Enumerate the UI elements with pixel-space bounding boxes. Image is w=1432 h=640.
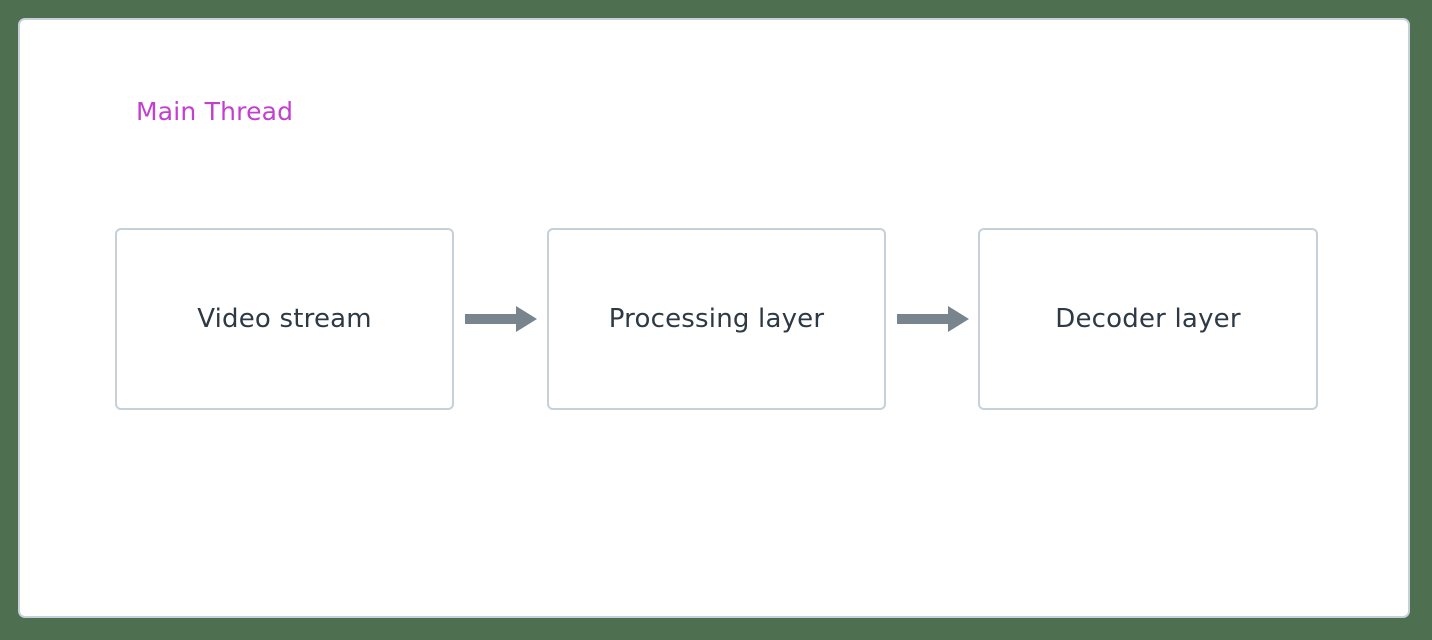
node-label-processing-layer: Processing layer — [608, 304, 825, 334]
subgraph-label-main-thread: Main Thread — [136, 97, 294, 126]
edge-video-stream-to-processing-layer — [453, 301, 547, 337]
arrow-right-icon — [465, 306, 537, 332]
node-label-video-stream: Video stream — [197, 304, 372, 334]
node-processing-layer[interactable]: Processing layer — [547, 228, 886, 410]
edge-processing-layer-to-decoder-layer — [885, 301, 979, 337]
node-video-stream[interactable]: Video stream — [115, 228, 454, 410]
node-label-decoder-layer: Decoder layer — [1055, 304, 1241, 334]
arrow-right-icon — [897, 306, 969, 332]
node-decoder-layer[interactable]: Decoder layer — [978, 228, 1318, 410]
